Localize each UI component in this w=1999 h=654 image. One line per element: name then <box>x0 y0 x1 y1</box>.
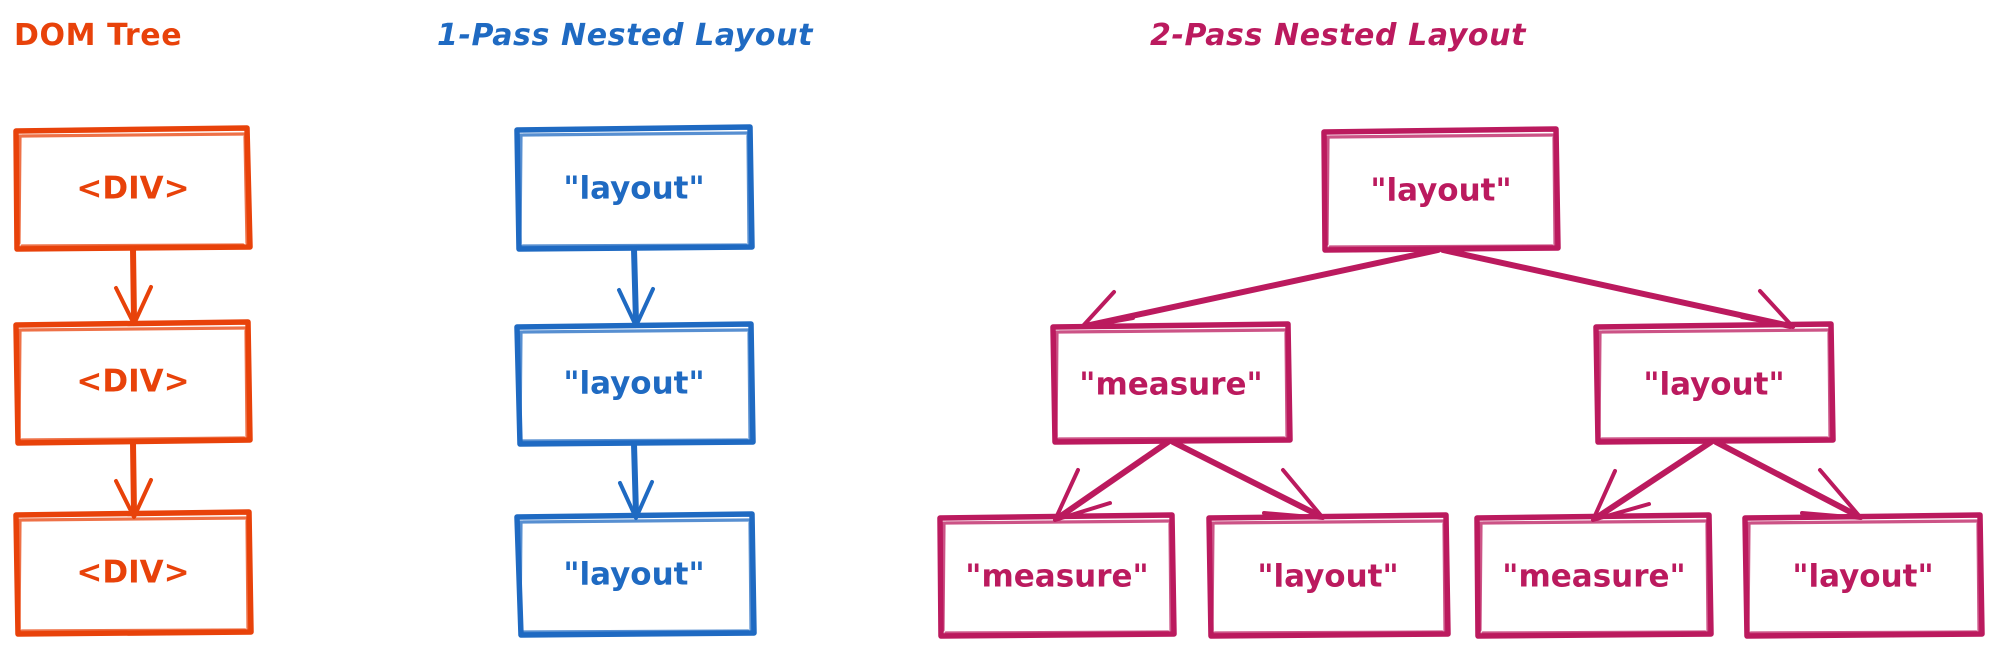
dom-node-3: <DIV> <box>13 509 254 637</box>
two-pass-connector-midright-leaf4 <box>1713 439 1863 520</box>
two-pass-leaf-4-label: "layout" <box>1792 559 1933 595</box>
one-pass-node-3: "layout" <box>514 511 757 638</box>
two-pass-connector-midright-leaf3 <box>1591 439 1714 522</box>
dom-connector-2 <box>114 440 153 519</box>
two-pass-connector-root-left <box>1080 247 1441 329</box>
two-pass-mid-right: "layout" <box>1593 321 1836 445</box>
dom-node-1: <DIV> <box>13 125 253 252</box>
column-title-one-pass: 1-Pass Nested Layout <box>437 18 814 53</box>
dom-node-2: <DIV> <box>13 319 253 446</box>
two-pass-leaf-2: "layout" <box>1206 512 1451 639</box>
one-pass-node-1: "layout" <box>514 124 755 252</box>
two-pass-root: "layout" <box>1321 126 1561 253</box>
one-pass-node-1-label: "layout" <box>563 171 704 207</box>
two-pass-mid-right-label: "layout" <box>1643 367 1784 403</box>
two-pass-leaf-4: "layout" <box>1742 512 1985 639</box>
two-pass-connector-midleft-leaf1 <box>1053 439 1171 522</box>
one-pass-node-2: "layout" <box>514 321 756 447</box>
dom-node-2-label: <DIV> <box>76 364 189 400</box>
two-pass-mid-left-label: "measure" <box>1079 367 1262 403</box>
two-pass-connector-root-right <box>1440 247 1795 329</box>
two-pass-root-label: "layout" <box>1370 173 1511 209</box>
one-pass-connector-1 <box>617 246 655 328</box>
column-title-two-pass: 2-Pass Nested Layout <box>1150 18 1527 53</box>
two-pass-connector-midleft-leaf2 <box>1170 439 1325 520</box>
column-title-dom-tree: DOM Tree <box>14 18 182 53</box>
dom-node-1-label: <DIV> <box>76 171 189 207</box>
one-pass-node-3-label: "layout" <box>563 557 704 593</box>
one-pass-node-2-label: "layout" <box>563 366 704 402</box>
one-pass-connector-2 <box>618 441 654 520</box>
two-pass-mid-left: "measure" <box>1050 321 1293 445</box>
dom-node-3-label: <DIV> <box>76 555 189 591</box>
two-pass-leaf-3: "measure" <box>1474 512 1714 639</box>
two-pass-leaf-3-label: "measure" <box>1502 559 1685 595</box>
two-pass-leaf-1: "measure" <box>937 512 1177 639</box>
two-pass-leaf-1-label: "measure" <box>965 559 1148 595</box>
dom-connector-1 <box>114 246 153 326</box>
two-pass-leaf-2-label: "layout" <box>1257 559 1398 595</box>
